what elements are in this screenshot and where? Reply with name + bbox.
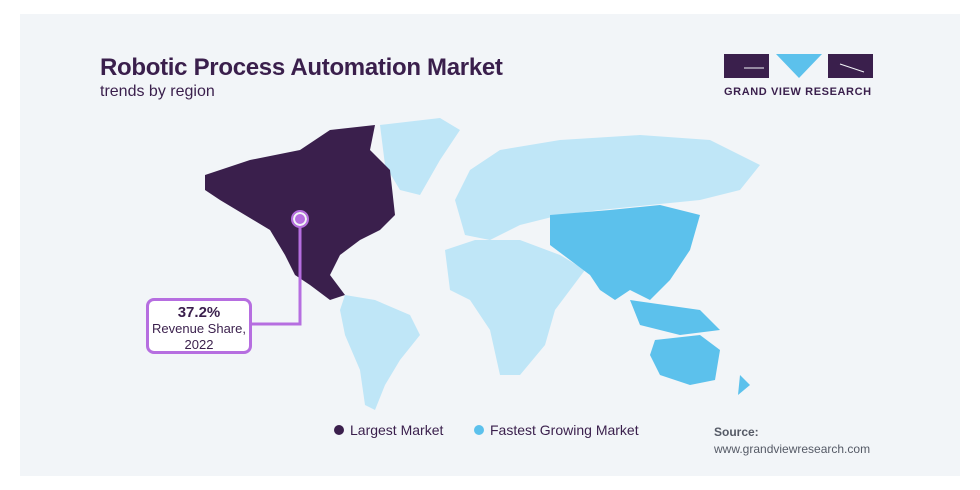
callout-label: Revenue Share, [152, 321, 246, 336]
callout-marker [293, 212, 307, 226]
region-greenland [380, 118, 460, 195]
region-southeast-asia [630, 300, 720, 335]
region-europe-russia [455, 135, 760, 240]
region-south-america [340, 295, 420, 410]
region-africa-middle-east [445, 240, 585, 375]
grand-view-research-logo [724, 54, 873, 78]
fastest-market-dot-icon [474, 425, 484, 435]
legend-label: Largest Market [350, 422, 444, 438]
legend-label: Fastest Growing Market [490, 422, 639, 438]
revenue-share-callout: 37.2% Revenue Share, 2022 [146, 298, 252, 354]
callout-value: 37.2% [177, 304, 221, 321]
logo-text: GRAND VIEW RESEARCH [724, 86, 872, 98]
region-australia [650, 335, 720, 385]
callout-year: 2022 [184, 337, 214, 352]
callout-connector [252, 219, 302, 326]
legend-largest-market: Largest Market [334, 422, 443, 438]
page-title: Robotic Process Automation Market [100, 54, 503, 81]
legend-fastest-growing-market: Fastest Growing Market [474, 422, 639, 438]
source-label: Source: [714, 425, 759, 439]
source-url: www.grandviewresearch.com [714, 442, 871, 456]
region-new-zealand [738, 375, 750, 395]
page-subtitle: trends by region [100, 83, 215, 100]
region-asia-pacific [550, 205, 700, 300]
source-note: Source: www.grandviewresearch.com [714, 424, 870, 458]
largest-market-dot-icon [334, 425, 344, 435]
